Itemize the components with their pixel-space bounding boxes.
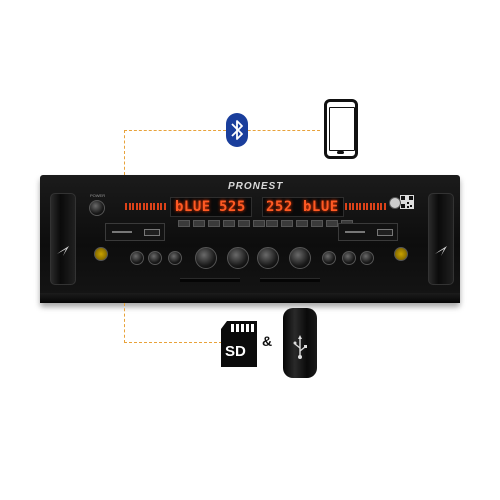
bird-logo-icon: [435, 246, 447, 256]
function-buttons-left: [178, 220, 265, 227]
qr-code-icon: [400, 195, 414, 209]
function-button[interactable]: [253, 220, 265, 227]
left-media-module: [105, 223, 165, 241]
right-usb-port[interactable]: [377, 229, 393, 236]
left-handle: [50, 193, 76, 285]
function-button[interactable]: [238, 220, 250, 227]
ampersand: &: [262, 333, 273, 349]
function-button[interactable]: [326, 220, 338, 227]
right-display-text-b: bLUE: [303, 199, 339, 215]
front-vent-left: [180, 278, 240, 282]
bluetooth-connector-drop: [124, 130, 125, 175]
amplifier: POWER PRONEST bLUE 525 252 bLUE: [40, 175, 460, 303]
smartphone-home-button: [337, 151, 344, 154]
function-button[interactable]: [223, 220, 235, 227]
bird-logo-icon: [57, 246, 69, 256]
bluetooth-badge: [226, 113, 248, 147]
media-connector-line: [124, 342, 222, 343]
treble-knob-right[interactable]: [360, 251, 374, 265]
echo-knob-right[interactable]: [322, 251, 336, 265]
right-display: 252 bLUE: [262, 197, 344, 217]
right-display-text-a: 252: [266, 199, 293, 215]
sd-card: SD: [221, 321, 257, 367]
function-button[interactable]: [296, 220, 308, 227]
media-connector-drop: [124, 303, 125, 343]
front-vent-right: [260, 278, 320, 282]
function-button[interactable]: [193, 220, 205, 227]
left-sd-slot[interactable]: [112, 231, 132, 233]
left-level-meter: [125, 203, 166, 210]
power-button[interactable]: [89, 200, 105, 216]
volume-knob-3[interactable]: [257, 247, 279, 269]
smartphone-screen: [329, 107, 355, 151]
power-label: POWER: [90, 193, 106, 198]
right-sd-slot[interactable]: [345, 231, 365, 233]
echo-knob-left[interactable]: [168, 251, 182, 265]
sd-card-label: SD: [225, 343, 246, 360]
volume-knob-4[interactable]: [289, 247, 311, 269]
mic-jack-right[interactable]: [394, 247, 408, 261]
right-media-module: [338, 223, 398, 241]
function-button[interactable]: [281, 220, 293, 227]
bluetooth-icon: [231, 120, 243, 140]
bluetooth-connector-line: [124, 130, 320, 131]
function-button[interactable]: [311, 220, 323, 227]
brand-logo: PRONEST: [228, 181, 284, 192]
bottom-trim: [40, 293, 460, 303]
left-display: bLUE 525: [170, 197, 252, 217]
left-display-text-a: bLUE: [175, 199, 211, 215]
right-handle: [428, 193, 454, 285]
volume-knob-2[interactable]: [227, 247, 249, 269]
function-button[interactable]: [266, 220, 278, 227]
function-button[interactable]: [178, 220, 190, 227]
right-level-meter: [345, 203, 386, 210]
left-display-text-b: 525: [219, 199, 246, 215]
usb-symbol-icon: [293, 335, 307, 359]
usb-drive: [283, 308, 317, 378]
sd-card-icon: [221, 321, 257, 367]
bass-knob-right[interactable]: [342, 251, 356, 265]
treble-knob-left[interactable]: [130, 251, 144, 265]
smartphone: [324, 99, 358, 159]
mic-jack-left[interactable]: [94, 247, 108, 261]
volume-knob-1[interactable]: [195, 247, 217, 269]
mp3-badge: [389, 197, 401, 209]
bass-knob-left[interactable]: [148, 251, 162, 265]
function-button[interactable]: [208, 220, 220, 227]
left-usb-port[interactable]: [144, 229, 160, 236]
